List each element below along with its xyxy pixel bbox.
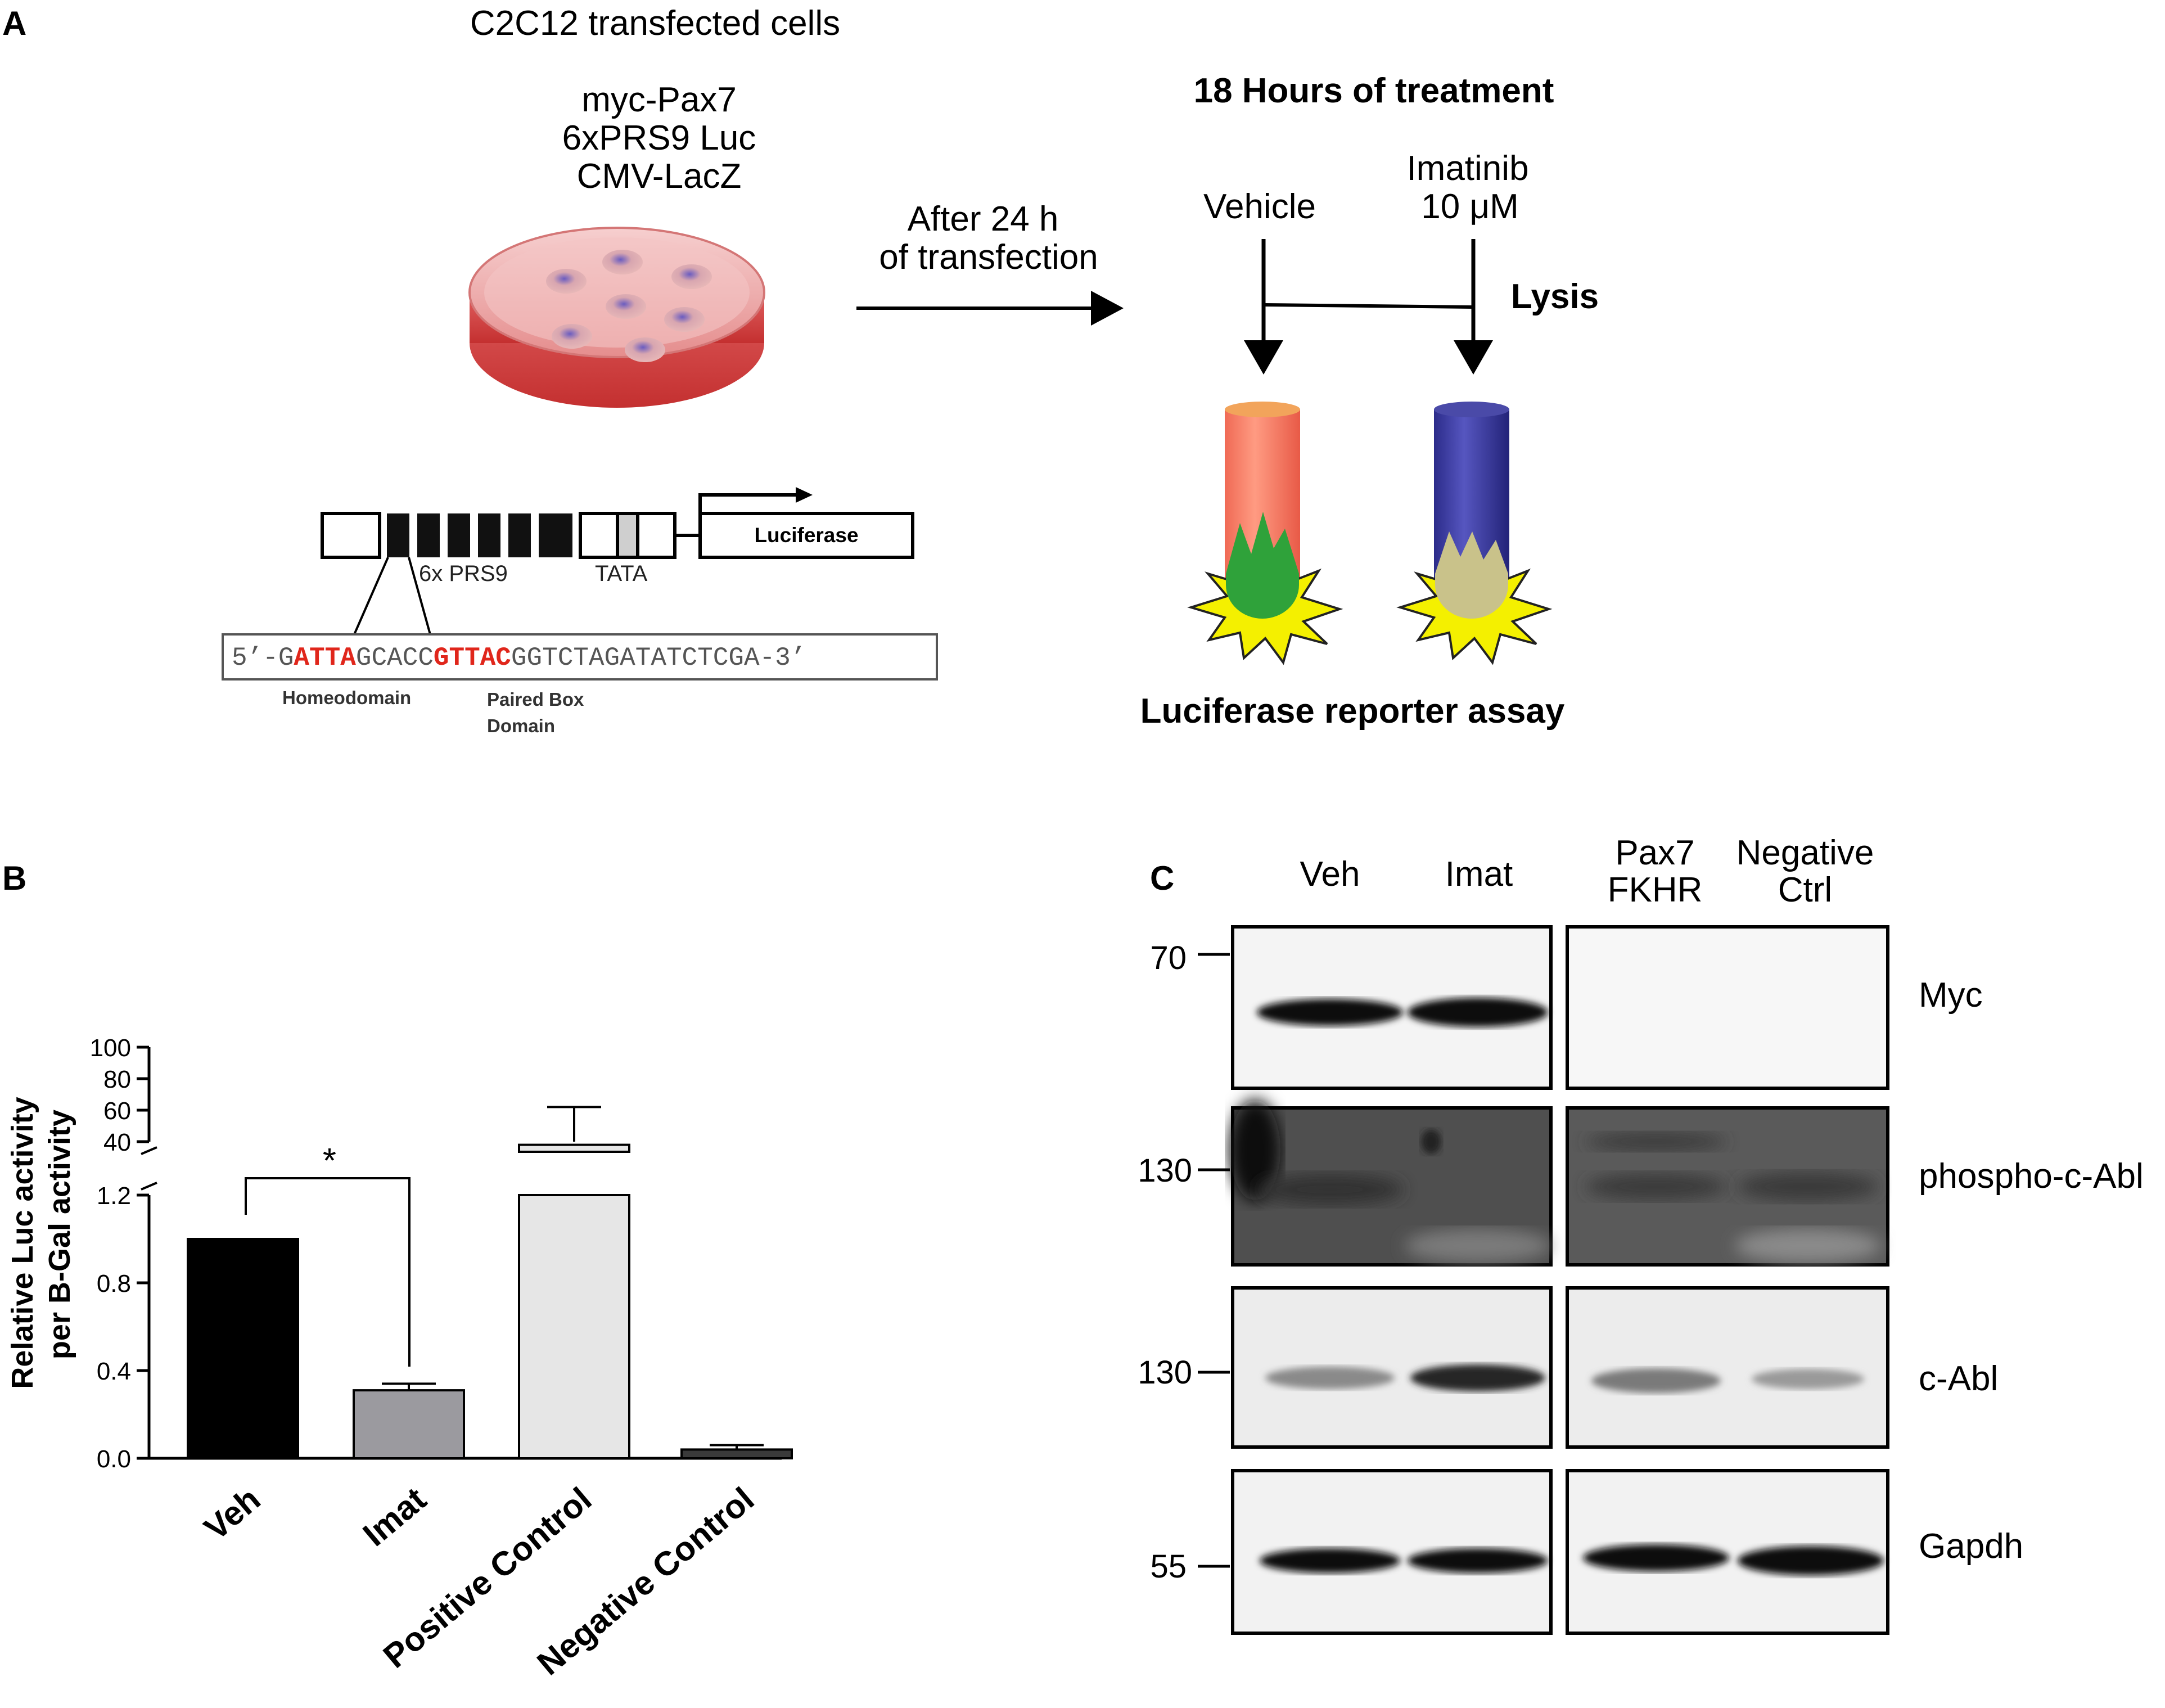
sequence-box bbox=[222, 633, 938, 681]
vehicle-green-signal bbox=[1226, 512, 1299, 619]
cell-cluster bbox=[546, 250, 712, 362]
blot-label-myc: Myc bbox=[1919, 976, 1983, 1015]
imatinib-label-2: 10 μM bbox=[1421, 187, 1519, 226]
construct-line-2: 6xPRS9 Luc bbox=[562, 119, 756, 157]
axis-break-mark bbox=[141, 1146, 157, 1155]
prs9-repeats bbox=[387, 513, 572, 557]
y-tick-label: 1.2 bbox=[97, 1182, 131, 1210]
y-tick-label: 40 bbox=[103, 1129, 131, 1156]
seq-middle: GCACC bbox=[356, 643, 434, 673]
bar-1 bbox=[353, 1389, 465, 1460]
blot-label-c-abl: c-Abl bbox=[1919, 1359, 1998, 1398]
blot-myc bbox=[1231, 925, 1889, 1090]
homeodomain-label: Homeodomain bbox=[282, 687, 411, 708]
arrow-label-2: of transfection bbox=[879, 238, 1098, 277]
arrow-label-1: After 24 h bbox=[908, 200, 1059, 238]
panel-a-letter: A bbox=[2, 4, 26, 42]
vehicle-tube bbox=[1187, 402, 1343, 665]
panel-a: A C2C12 transfected cells myc-Pax7 6xPRS… bbox=[2, 4, 1599, 736]
seq-prefix: 5’-G bbox=[232, 643, 294, 673]
transfection-arrow: After 24 h of transfection bbox=[856, 200, 1124, 326]
marker-70: 70 bbox=[1150, 940, 1187, 976]
assay-label: Luciferase reporter assay bbox=[1140, 692, 1565, 731]
bar-0 bbox=[187, 1238, 299, 1459]
prs9-label: 6x PRS9 bbox=[419, 561, 508, 586]
treatment-title: 18 Hours of treatment bbox=[1194, 71, 1554, 110]
panel-c: C Veh Imat Pax7 FKHR Negative Ctrl 70 13… bbox=[1138, 833, 2144, 1635]
luciferase-label: Luciferase bbox=[754, 524, 858, 547]
panel-a-caption: C2C12 transfected cells bbox=[470, 4, 840, 43]
paired-box-label-2: Domain bbox=[487, 715, 555, 736]
x-category-label: Imat bbox=[356, 1480, 434, 1554]
imatinib-dim-signal bbox=[1435, 531, 1508, 619]
reporter-construct-diagram: Luciferase 6x PRS9 TATA 5’-GATTAGCACCGTT… bbox=[222, 487, 938, 736]
y-tick-label: 0.8 bbox=[97, 1270, 131, 1297]
blot-gapdh bbox=[1231, 1469, 1889, 1635]
lysis-label: Lysis bbox=[1511, 277, 1599, 316]
y-axis-label: Relative Luc activity bbox=[6, 1097, 39, 1389]
treatment-scheme: 18 Hours of treatment Vehicle Imatinib 1… bbox=[1194, 71, 1599, 375]
lane-label-negative-1: Negative bbox=[1736, 833, 1874, 872]
molecular-weight-markers: 70 130 130 55 bbox=[1138, 940, 1230, 1585]
blot-label-phospho-c-abl: phospho-c-Abl bbox=[1919, 1157, 2144, 1196]
panel-c-letter: C bbox=[1150, 859, 1174, 897]
seq-paired-box-site: GTTAC bbox=[434, 643, 511, 673]
panel-b-letter: B bbox=[2, 859, 26, 897]
y-tick-label: 80 bbox=[103, 1066, 131, 1093]
marker-130-phospho: 130 bbox=[1138, 1152, 1192, 1189]
lane-label-imat: Imat bbox=[1445, 855, 1513, 894]
seq-suffix: GGTCTAGATATCTCGA-3’ bbox=[511, 643, 806, 673]
seq-homeodomain-site: ATTA bbox=[294, 643, 356, 673]
significance-bracket bbox=[245, 1177, 411, 1367]
lane-label-veh: Veh bbox=[1300, 855, 1360, 894]
bar-2 bbox=[518, 1194, 630, 1459]
marker-55: 55 bbox=[1150, 1548, 1187, 1585]
bar-2-upper bbox=[518, 1143, 630, 1153]
lane-label-pax7-2: FKHR bbox=[1608, 871, 1703, 909]
construct-line-3: CMV-LacZ bbox=[577, 157, 742, 196]
petri-dish-illustration bbox=[468, 227, 765, 408]
construct-line-1: myc-Pax7 bbox=[581, 80, 737, 119]
construct-list: myc-Pax7 6xPRS9 Luc CMV-LacZ bbox=[562, 80, 756, 196]
transcription-start-arrow bbox=[698, 487, 813, 513]
luciferase-gene-box bbox=[698, 512, 914, 559]
imatinib-label-1: Imatinib bbox=[1406, 149, 1528, 188]
y-tick-label: 60 bbox=[103, 1097, 131, 1125]
tata-label: TATA bbox=[595, 561, 648, 586]
y-tick-label: 0.4 bbox=[97, 1358, 131, 1385]
significance-star: * bbox=[323, 1142, 336, 1180]
y-tick-label: 100 bbox=[90, 1034, 131, 1062]
blot-phospho-c-abl bbox=[1230, 1099, 1889, 1267]
lane-label-negative-2: Ctrl bbox=[1778, 871, 1832, 909]
y-axis-label: per B-Gal activity bbox=[43, 1110, 76, 1359]
y-tick-label: 0.0 bbox=[97, 1445, 131, 1473]
imatinib-tube bbox=[1396, 402, 1553, 665]
vehicle-label: Vehicle bbox=[1203, 187, 1316, 226]
x-category-label: Veh bbox=[197, 1480, 268, 1548]
binding-sequence: 5’-GATTAGCACCGTTACGGTCTAGATATCTCGA-3’ bbox=[232, 643, 806, 673]
blot-label-gapdh: Gapdh bbox=[1919, 1527, 2023, 1566]
axis-break-mark bbox=[141, 1182, 157, 1191]
lane-label-pax7-1: Pax7 bbox=[1615, 833, 1694, 872]
bar-3 bbox=[680, 1448, 793, 1459]
marker-130-abl: 130 bbox=[1138, 1354, 1192, 1391]
paired-box-label-1: Paired Box bbox=[487, 689, 584, 710]
blot-c-abl bbox=[1231, 1286, 1889, 1449]
